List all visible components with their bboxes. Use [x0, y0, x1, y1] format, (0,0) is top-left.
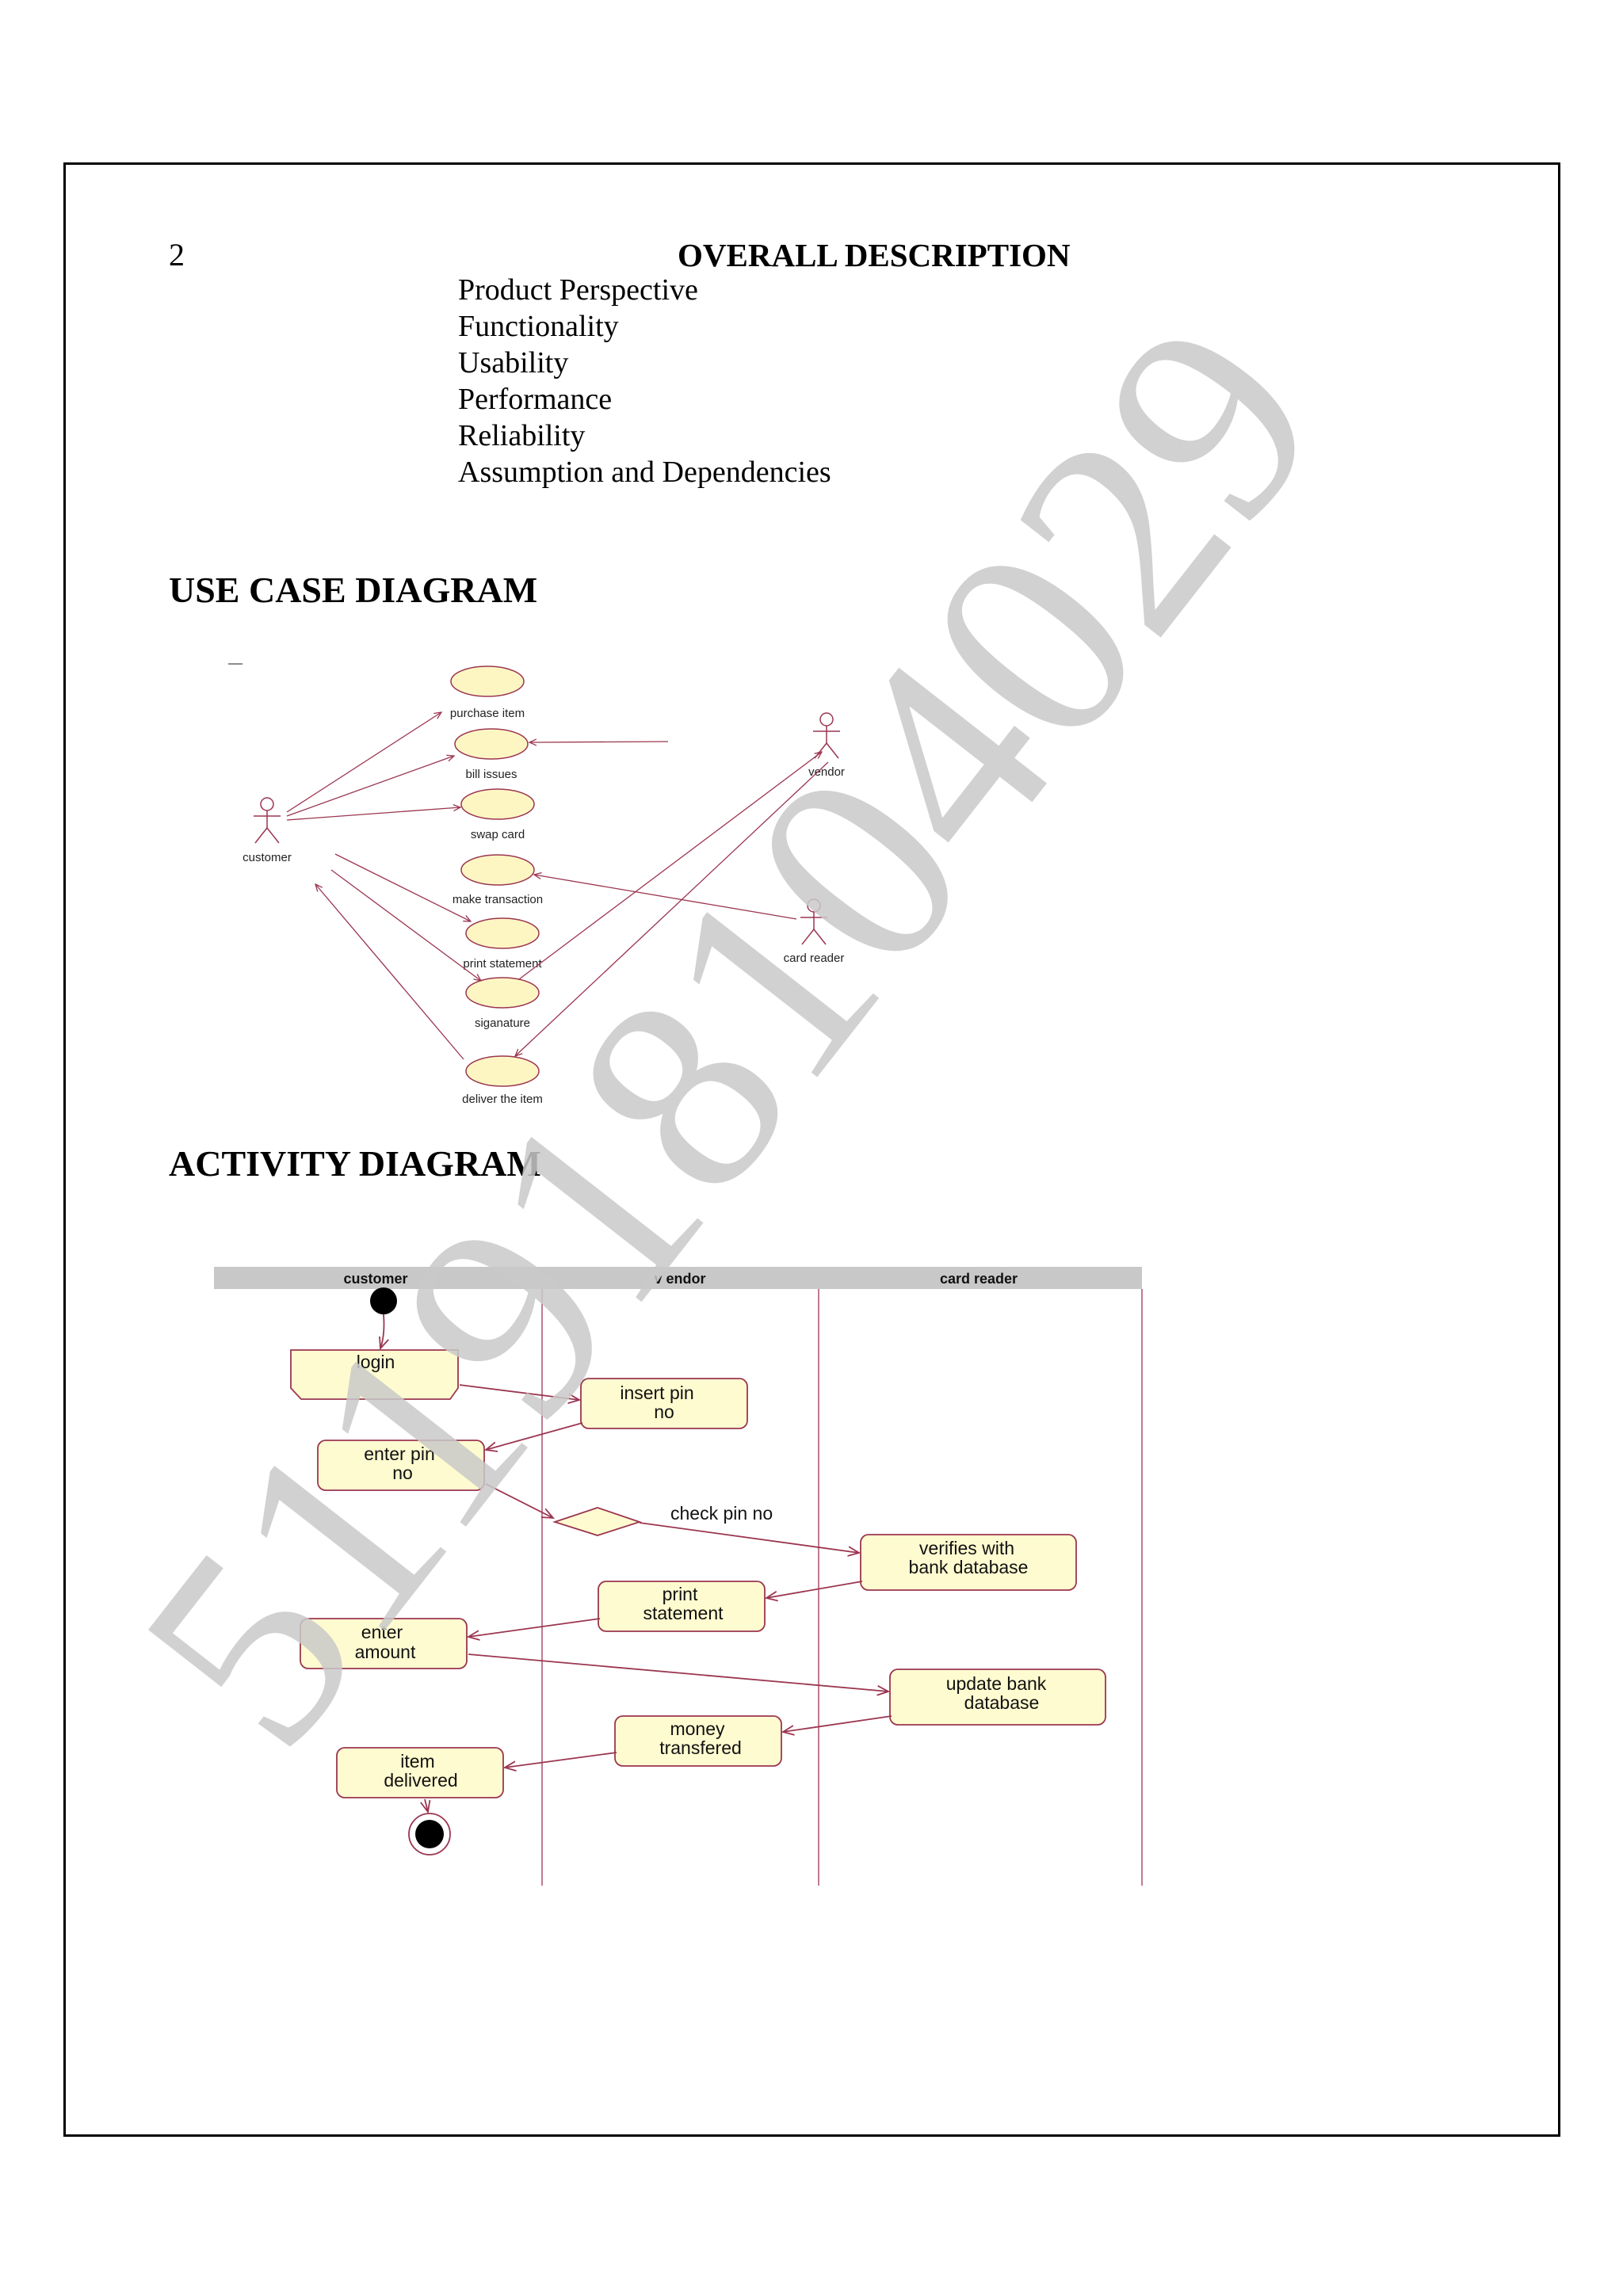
activity-verifies	[860, 1534, 1077, 1591]
watermark-text: 5119181040​29	[81, 266, 1377, 1801]
activity-label: insert pin	[620, 1383, 693, 1403]
activity-label: item	[400, 1751, 434, 1772]
page-frame	[63, 162, 1560, 2137]
activity-update-bank	[889, 1669, 1106, 1726]
activity-item-delivered	[336, 1747, 504, 1798]
activity-label: amount	[355, 1642, 416, 1662]
activity-diagram-heading: ACTIVITY DIAGRAM	[169, 1143, 541, 1184]
activity-label: bank database	[909, 1557, 1029, 1577]
use-case-make-transaction	[460, 854, 535, 886]
use-case-signature	[465, 977, 540, 1009]
decision-label: check pin no	[670, 1503, 773, 1524]
use-case-label: swap card	[471, 828, 525, 841]
activity-enter-amount	[300, 1618, 468, 1669]
activity-label: enter pin	[364, 1444, 435, 1464]
use-case-label: print statement	[463, 957, 542, 971]
start-node	[370, 1287, 397, 1314]
actor-vendor-label: vendor	[808, 765, 845, 779]
activity-login	[290, 1349, 459, 1400]
use-case-label: siganature	[475, 1016, 530, 1030]
activity-label: database	[964, 1692, 1040, 1713]
actor-card-reader-icon	[800, 898, 827, 945]
swimlane-card-reader-label: card reader	[940, 1271, 1018, 1287]
activity-label: no	[654, 1402, 674, 1422]
page-number: 2	[169, 237, 185, 273]
use-case-label: make transaction	[453, 893, 543, 906]
actor-card-reader-label: card reader	[784, 952, 845, 965]
toc-item: Functionality	[458, 310, 619, 343]
use-case-print-statement	[465, 917, 540, 949]
actor-customer-label: customer	[242, 851, 292, 864]
use-case-deliver-item	[465, 1055, 540, 1087]
activity-label: verifies with	[919, 1538, 1014, 1558]
activity-enter-pin	[317, 1440, 485, 1491]
activity-money-transfered	[614, 1715, 782, 1767]
swimlane-vendor-label: v endor	[654, 1271, 705, 1287]
use-case-bill-issues	[454, 728, 529, 760]
use-case-label: deliver the item	[462, 1093, 543, 1106]
activity-label: update bank	[946, 1673, 1047, 1694]
activity-label: delivered	[384, 1770, 457, 1791]
use-case-heading: USE CASE DIAGRAM	[169, 570, 538, 610]
end-node	[415, 1820, 444, 1848]
decision-check-pin	[552, 1507, 642, 1536]
swimlane-customer-label: customer	[343, 1271, 407, 1287]
activity-label: enter	[361, 1622, 403, 1642]
activity-label: no	[392, 1463, 413, 1483]
section-title: OVERALL DESCRIPTION	[678, 237, 1071, 273]
activity-print-statement	[598, 1581, 766, 1632]
activity-label: print	[663, 1584, 698, 1604]
toc-item: Performance	[458, 383, 613, 416]
use-case-label: purchase item	[450, 707, 525, 720]
use-case-label: bill issues	[465, 768, 517, 781]
use-case-purchase-item	[450, 666, 525, 697]
toc-item: Usability	[458, 346, 569, 379]
actor-customer-icon	[254, 797, 281, 844]
activity-label: login	[357, 1352, 395, 1372]
swimlane-header	[214, 1267, 1142, 1289]
toc-item: Assumption and Dependencies	[458, 456, 831, 489]
activity-label: statement	[643, 1603, 724, 1623]
toc-list: Product Perspective Functionality Usabil…	[458, 272, 831, 490]
toc-item: Reliability	[458, 419, 586, 452]
toc-item: Product Perspective	[458, 273, 698, 307]
activity-label: transfered	[659, 1737, 742, 1758]
use-case-swap-card	[460, 788, 535, 820]
activity-label: money	[670, 1718, 725, 1739]
